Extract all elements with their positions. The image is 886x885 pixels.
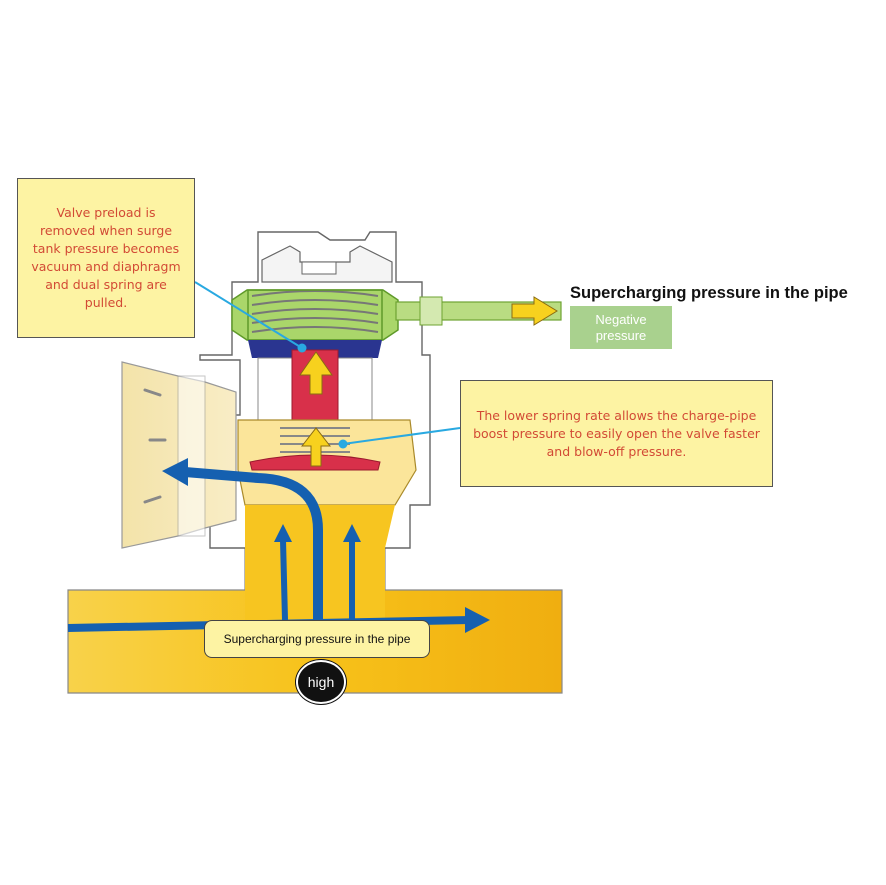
leader-line-left (194, 281, 303, 349)
rod-arrow-up (299, 351, 333, 395)
flow-up-right-arrowhead (343, 524, 361, 542)
negative-pressure-chamber (231, 289, 399, 341)
flow-up-left-arrowhead (274, 524, 292, 542)
flow-discharge-arrowhead (162, 458, 188, 486)
outlet-port-flange (419, 296, 443, 326)
pipe-pressure-label: Supercharging pressure in the pipe (204, 620, 430, 658)
leader-dot-right (338, 439, 348, 449)
discharge-slots (143, 388, 167, 504)
flow-main-arrowhead (465, 607, 490, 633)
pipe-pressure-title: Supercharging pressure in the pipe (570, 284, 848, 302)
discharge-flange (177, 375, 206, 537)
leader-line-right (342, 427, 461, 445)
outlet-arrow-right (511, 296, 558, 326)
leader-dot-left (297, 343, 307, 353)
cap-stem (301, 261, 337, 275)
high-badge: high (296, 660, 346, 704)
spring-arrow-up (300, 427, 332, 467)
callout-preload-removed: Valve preload is removed when surge tank… (17, 178, 195, 338)
upper-spring (251, 290, 379, 333)
negative-pressure-label: Negative pressure (570, 306, 672, 349)
flow-discharge (184, 467, 323, 620)
diaphragm (248, 340, 382, 358)
flow-up-left (280, 539, 288, 621)
callout-lower-spring-rate: The lower spring rate allows the charge-… (460, 380, 773, 487)
